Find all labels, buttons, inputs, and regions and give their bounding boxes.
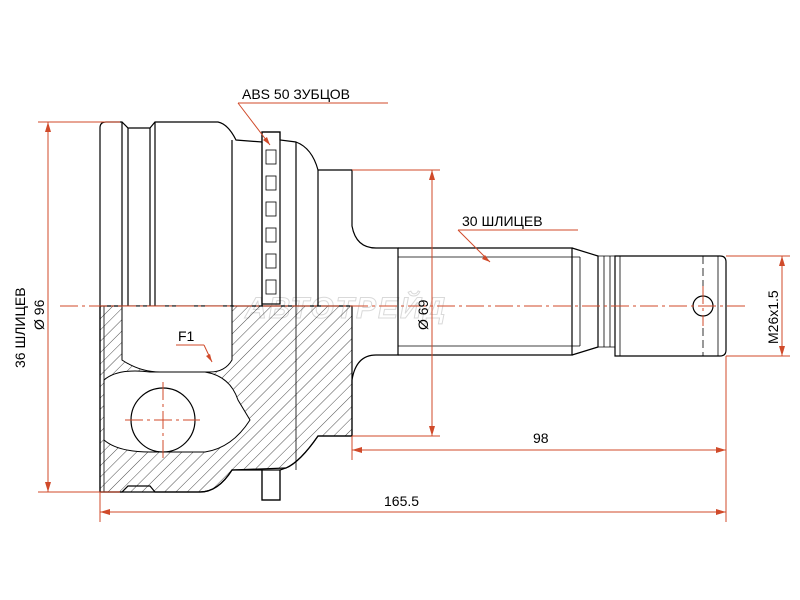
thread-label: M26x1.5 bbox=[765, 290, 781, 344]
outer-splines-label: 36 ШЛИЦЕВ bbox=[12, 287, 28, 368]
abs-teeth-label: ABS 50 ЗУБЦОВ bbox=[242, 86, 350, 102]
abs-ring bbox=[261, 131, 281, 501]
shaft-length-label: 98 bbox=[533, 430, 549, 446]
shaft-splines-label: 30 ШЛИЦЕВ bbox=[462, 213, 543, 229]
seal-diameter-label: Ø 69 bbox=[415, 299, 431, 330]
outer-diameter-label: Ø 96 bbox=[31, 299, 47, 330]
total-length-label: 165.5 bbox=[384, 493, 419, 509]
ball bbox=[125, 382, 200, 458]
face-label: F1 bbox=[178, 328, 195, 344]
section-view bbox=[99, 305, 353, 493]
dimensions bbox=[38, 102, 790, 522]
